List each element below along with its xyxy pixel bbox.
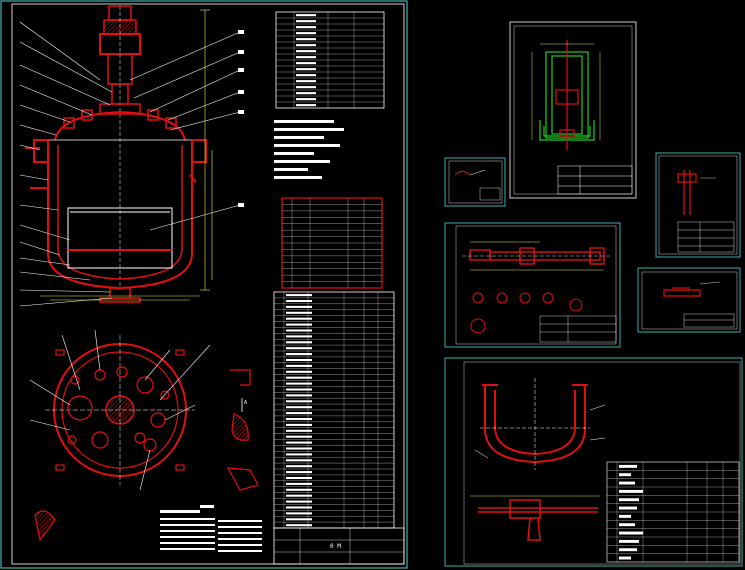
- head-nozzles: [63, 103, 177, 129]
- sheet-cover-detail: [637, 267, 741, 333]
- general-notes: [274, 120, 344, 179]
- plan-view: [29, 329, 211, 491]
- parts-list: [606, 461, 740, 563]
- design-data-table: [275, 11, 385, 109]
- sheet-reactor-assembly: A: [0, 0, 408, 569]
- view-arrow-label: A: [244, 400, 247, 406]
- sheet-jacket-bottom-head: [444, 357, 743, 567]
- sheet-flange-detail: [509, 21, 637, 199]
- leader-lines-left: [19, 21, 113, 307]
- sheet-inner-frame: [11, 3, 405, 565]
- sheet-frame: [0, 0, 408, 569]
- sheet-agitator-shaft: [444, 222, 621, 348]
- outlet-pipe-detail: [478, 499, 598, 541]
- drive-unit: [99, 5, 141, 290]
- leader-lines-right: [129, 31, 241, 231]
- dimension-lines: [40, 9, 213, 301]
- detail-sketches: [34, 369, 259, 542]
- vessel-shell: [57, 145, 183, 280]
- nozzle-table: [281, 197, 383, 289]
- agitator-paddle: [67, 207, 173, 269]
- technical-notes: [160, 505, 262, 552]
- title-block-code: 0 M: [330, 543, 341, 550]
- bill-of-materials: [273, 291, 395, 529]
- leader-balloons: [238, 30, 244, 207]
- sheet-support-detail: [655, 152, 741, 258]
- view-arrow-a: A: [241, 398, 247, 412]
- vessel-top-head: [54, 110, 186, 141]
- title-block: 0 M: [273, 527, 405, 565]
- sheet-nozzle-detail-a: [444, 157, 506, 207]
- vessel-supports: [33, 139, 207, 163]
